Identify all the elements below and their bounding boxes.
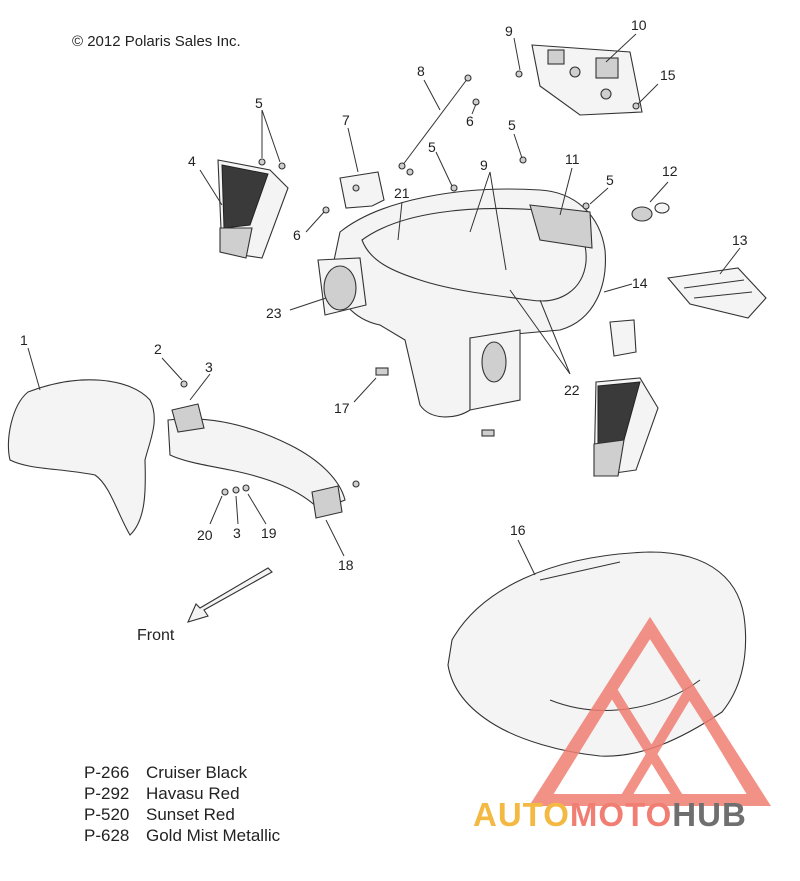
outer-fairing-16 [447,551,747,757]
watermark-auto: AUTO [473,796,570,833]
legend-code: P-266 [84,763,130,782]
legend-name: Gold Mist Metallic [146,826,281,845]
callout-5d: 5 [606,172,614,188]
callout-6b: 6 [466,113,474,129]
callout-11: 11 [565,151,580,167]
callout-3a: 3 [205,359,213,375]
shield-plate-13 [666,267,767,319]
lower-bracket-18 [167,403,346,519]
legend-name: Sunset Red [146,805,235,824]
color-legend: P-266 Cruiser Black P-292 Havasu Red P-520… [84,762,280,846]
front-label: Front [137,627,175,644]
legend-code: P-292 [84,784,130,803]
callout-16: 16 [510,522,526,538]
callout-15: 15 [660,67,676,83]
callout-6a: 6 [293,227,301,243]
callout-8: 8 [417,63,425,79]
callout-20: 20 [197,527,213,543]
switch-panel-10 [531,44,643,116]
callout-4: 4 [188,153,196,169]
legend-code: P-520 [84,805,130,824]
callout-2: 2 [154,341,162,357]
callout-5c: 5 [508,117,516,133]
copyright-notice: © 2012 Polaris Sales Inc. [72,33,241,50]
legend-row: P-520 Sunset Red [84,804,280,825]
connector-12 [631,202,670,222]
speaker-grille-left [217,159,289,259]
legend-row: P-628 Gold Mist Metallic [84,825,280,846]
speaker-grille-right [593,319,659,477]
callout-7: 7 [342,112,350,128]
callout-23: 23 [266,305,282,321]
watermark-logo [529,616,771,806]
leader-lines [27,33,741,576]
callout-19: 19 [261,525,277,541]
watermark-text: AUTOMOTOHUB [473,796,747,834]
callout-5a: 5 [255,95,263,111]
callout-17: 17 [334,400,350,416]
callout-1: 1 [20,332,28,348]
callout-10: 10 [631,17,647,33]
callout-9a: 9 [505,23,513,39]
watermark-hub: HUB [672,796,747,833]
inner-fairing-assembly [317,188,606,418]
cable-8 [398,74,472,170]
mount-bracket-7 [339,171,385,209]
callout-14: 14 [632,275,648,291]
front-arrow [187,567,273,623]
callout-18: 18 [338,557,354,573]
callout-3b: 3 [233,525,241,541]
callout-21: 21 [394,185,410,201]
callout-12: 12 [662,163,678,179]
callout-9b: 9 [480,157,488,173]
legend-name: Havasu Red [146,784,240,803]
watermark-moto: MOTO [569,796,673,833]
callout-5b: 5 [428,139,436,155]
callout-13: 13 [732,232,748,248]
fasteners [180,70,640,496]
callout-22: 22 [564,382,580,398]
legend-row: P-292 Havasu Red [84,783,280,804]
legend-code: P-628 [84,826,130,845]
outer-fairing-1 [7,379,155,536]
legend-row: P-266 Cruiser Black [84,762,280,783]
legend-name: Cruiser Black [146,763,248,782]
